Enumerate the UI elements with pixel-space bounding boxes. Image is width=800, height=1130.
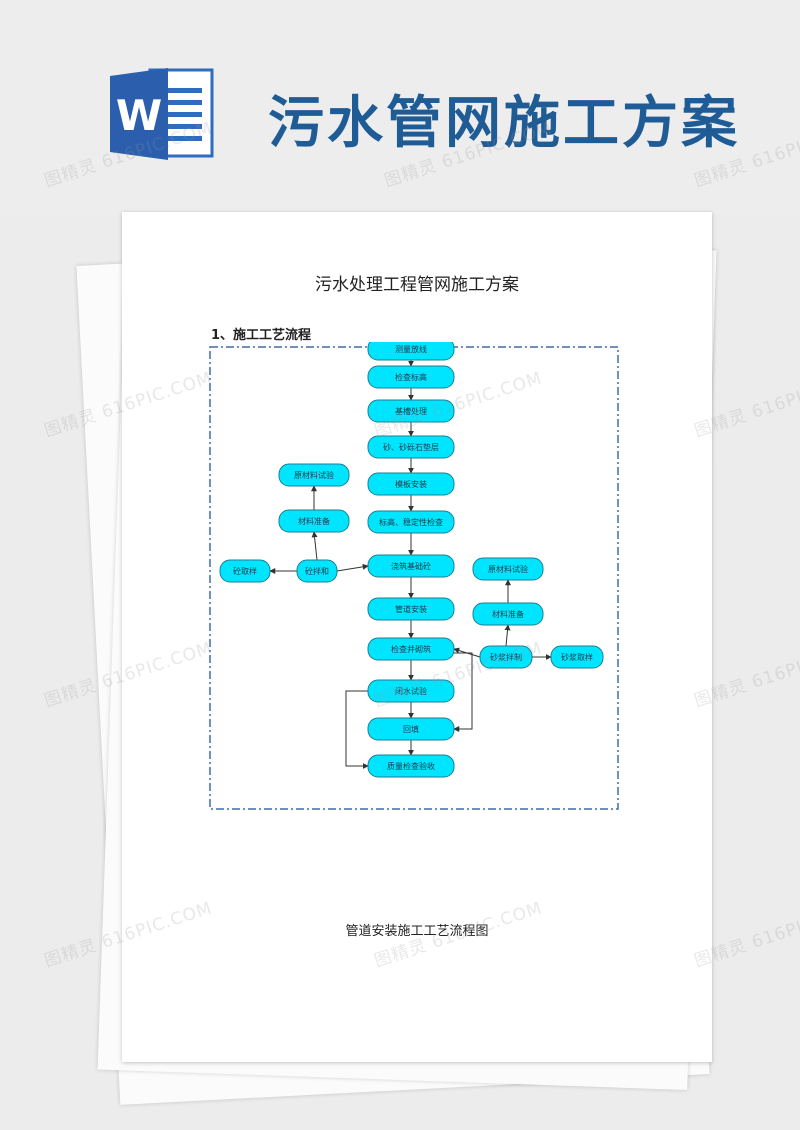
flow-box bbox=[367, 510, 455, 534]
flow-step-left-2: 砼拌和 bbox=[296, 559, 338, 583]
flow-connector bbox=[311, 531, 318, 561]
flow-step-label: 砼取样 bbox=[233, 566, 257, 576]
flow-step-main-10: 回填 bbox=[367, 717, 455, 741]
flow-connector bbox=[345, 690, 369, 769]
flow-step-label: 标高、稳定性检查 bbox=[379, 517, 443, 527]
flow-step-right-0: 原材料试验 bbox=[472, 557, 544, 581]
flow-box bbox=[367, 342, 455, 361]
flow-box bbox=[278, 509, 350, 533]
flow-step-label: 基槽处理 bbox=[395, 406, 427, 416]
flow-box bbox=[219, 559, 271, 583]
flow-step-main-9: 闭水试验 bbox=[367, 679, 455, 703]
flow-step-label: 砼拌和 bbox=[305, 566, 329, 576]
flow-step-label: 闭水试验 bbox=[395, 686, 427, 696]
banner-title: 污水管网施工方案 bbox=[268, 91, 740, 156]
flow-connector bbox=[504, 624, 511, 647]
flow-box bbox=[296, 559, 338, 583]
flow-box bbox=[367, 365, 455, 389]
svg-text:W: W bbox=[116, 91, 162, 140]
flow-step-label: 浇筑基础砼 bbox=[391, 561, 431, 571]
flow-step-label: 原材料试验 bbox=[294, 470, 334, 480]
flow-box bbox=[367, 679, 455, 703]
flow-box bbox=[278, 463, 350, 487]
flow-step-right-1: 材料准备 bbox=[472, 602, 544, 626]
flow-step-label: 原材料试验 bbox=[488, 564, 528, 574]
flow-step-main-11: 质量检查验收 bbox=[367, 754, 455, 778]
flow-box bbox=[472, 602, 544, 626]
figure-caption: 管道安装施工工艺流程图 bbox=[345, 924, 489, 939]
flow-step-label: 砂、砂砾石垫层 bbox=[383, 442, 439, 452]
flow-box bbox=[367, 637, 455, 661]
flow-step-main-4: 模板安装 bbox=[367, 472, 455, 496]
process-flowchart: 测量放线检查标高基槽处理砂、砂砾石垫层模板安装标高、稳定性检查浇筑基础砼管道安装… bbox=[209, 342, 619, 810]
flow-step-label: 质量检查验收 bbox=[387, 761, 435, 771]
flow-boxes: 测量放线检查标高基槽处理砂、砂砾石垫层模板安装标高、稳定性检查浇筑基础砼管道安装… bbox=[219, 342, 604, 778]
flow-box bbox=[367, 399, 455, 423]
flow-step-label: 测量放线 bbox=[395, 344, 427, 354]
flow-box bbox=[367, 472, 455, 496]
flow-box bbox=[367, 554, 455, 578]
flow-box bbox=[367, 435, 455, 459]
flow-step-label: 管道安装 bbox=[395, 604, 427, 614]
flow-step-main-1: 检查标高 bbox=[367, 365, 455, 389]
flow-box bbox=[550, 645, 604, 669]
flow-connector bbox=[336, 563, 369, 572]
flow-step-main-3: 砂、砂砾石垫层 bbox=[367, 435, 455, 459]
flow-step-main-5: 标高、稳定性检查 bbox=[367, 510, 455, 534]
flow-step-label: 砂浆拌制 bbox=[490, 652, 522, 662]
flow-step-label: 材料准备 bbox=[298, 516, 330, 526]
flow-box bbox=[472, 557, 544, 581]
flow-step-label: 模板安装 bbox=[395, 479, 427, 489]
flow-step-main-7: 管道安装 bbox=[367, 597, 455, 621]
flow-step-label: 回填 bbox=[403, 724, 419, 734]
flow-step-main-6: 浇筑基础砼 bbox=[367, 554, 455, 578]
flow-step-left-0: 原材料试验 bbox=[278, 463, 350, 487]
section-heading: 1、施工工艺流程 bbox=[211, 328, 312, 343]
flow-step-label: 检查井砌筑 bbox=[391, 644, 431, 654]
flow-step-right-3: 砂浆取样 bbox=[550, 645, 604, 669]
flow-step-main-0: 测量放线 bbox=[367, 342, 455, 361]
flow-step-left-3: 砼取样 bbox=[219, 559, 271, 583]
flow-box bbox=[367, 717, 455, 741]
flow-connectors bbox=[269, 360, 552, 769]
flow-step-label: 砂浆取样 bbox=[561, 652, 593, 662]
flow-step-label: 检查标高 bbox=[395, 372, 427, 382]
flow-step-main-2: 基槽处理 bbox=[367, 399, 455, 423]
document-page: 污水处理工程管网施工方案 1、施工工艺流程 测量放线检查标高基槽处理砂、砂砾石垫… bbox=[122, 212, 712, 1062]
flow-box bbox=[367, 754, 455, 778]
word-document-icon: W bbox=[110, 68, 214, 160]
flow-step-label: 材料准备 bbox=[492, 609, 524, 619]
flow-box bbox=[479, 645, 533, 669]
flow-step-right-2: 砂浆拌制 bbox=[479, 645, 533, 669]
flow-box bbox=[367, 597, 455, 621]
flow-connector bbox=[453, 652, 473, 732]
flow-step-main-8: 检查井砌筑 bbox=[367, 637, 455, 661]
document-title: 污水处理工程管网施工方案 bbox=[315, 275, 519, 295]
flow-step-left-1: 材料准备 bbox=[278, 509, 350, 533]
